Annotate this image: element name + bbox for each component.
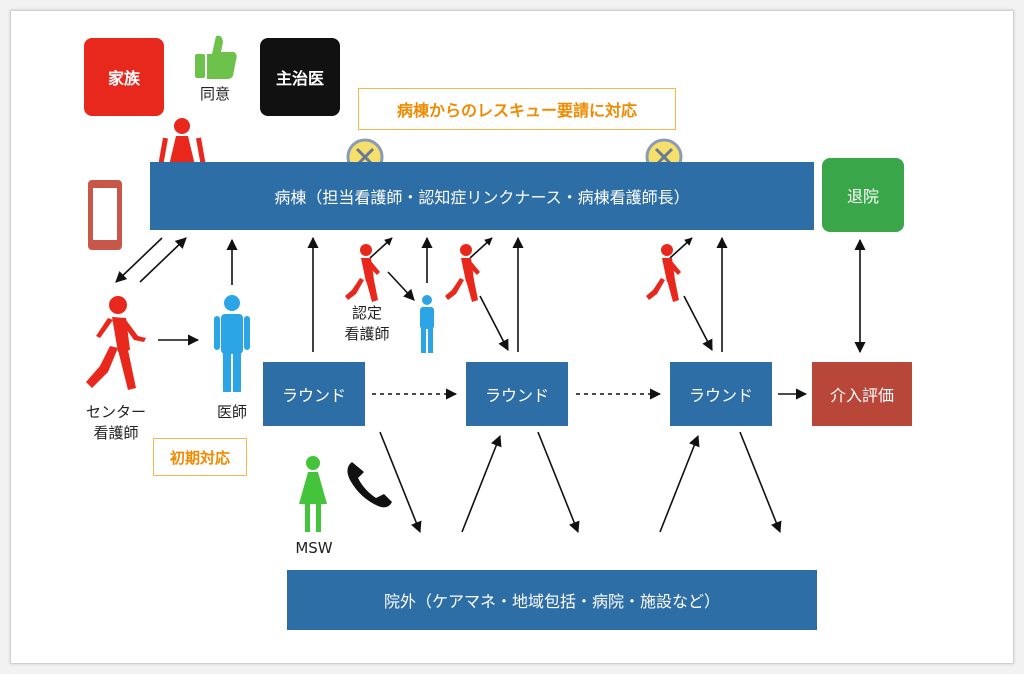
- certified-nurse-person-icon: [420, 295, 434, 353]
- round-box-3: ラウンド: [670, 362, 772, 426]
- phone-handset-icon: [347, 462, 392, 508]
- attending-physician-box: 主治医: [260, 38, 340, 116]
- round-box-1: ラウンド: [263, 362, 365, 426]
- arrow-round3-to-outside: [739, 431, 782, 534]
- arrow-outside-to-round3: [659, 434, 700, 533]
- doctor-person-icon: [214, 295, 250, 392]
- arrow-outside-to-round2: [461, 434, 502, 533]
- family-box: 家族: [84, 38, 164, 116]
- arrow-nurse-to-ward-3: [669, 237, 693, 259]
- msw-label: MSW: [295, 539, 333, 557]
- ward-bar: 病棟（担当看護師・認知症リンクナース・病棟看護師長）: [150, 162, 814, 230]
- rescue-request-note: 病棟からのレスキュー要請に対応: [358, 88, 676, 130]
- arrow-center-nurse-to-ward: [139, 237, 187, 283]
- intervention-evaluation-box: 介入評価: [812, 362, 912, 426]
- arrow-nurse-to-doctor-2: [387, 271, 415, 301]
- msw-woman-icon: [299, 456, 327, 532]
- center-nurse-walking-icon: [86, 296, 146, 390]
- walking-nurse-icon-2: [445, 244, 480, 302]
- discharge-box: 退院: [822, 158, 904, 232]
- walking-nurse-icon-1: [345, 244, 380, 302]
- center-nurse-label-line2: 看護師: [93, 424, 139, 442]
- walking-nurse-icon-3: [646, 244, 681, 302]
- arrow-nurse-to-round2: [479, 295, 509, 351]
- thumbs-up-icon: [195, 35, 237, 79]
- smartphone-icon: [88, 180, 122, 250]
- certified-nurse-label-line2: 看護師: [344, 325, 390, 343]
- arrow-nurse-to-round3: [683, 295, 713, 351]
- doctor-label: 医師: [216, 403, 247, 421]
- round-box-2: ラウンド: [466, 362, 568, 426]
- initial-response-note: 初期対応: [153, 438, 247, 476]
- center-nurse-label-line1: センター: [85, 403, 146, 421]
- arrow-nurse-to-ward-2: [469, 237, 493, 259]
- outside-bar: 院外（ケアマネ・地域包括・病院・施設など）: [287, 570, 817, 630]
- arrow-ward-to-center-nurse: [115, 237, 163, 283]
- arrow-round2-to-outside: [537, 431, 580, 534]
- certified-nurse-label-line1: 認定: [351, 304, 382, 322]
- arrow-round1-to-outside: [379, 431, 422, 534]
- arrow-nurse-to-ward-1: [369, 237, 393, 259]
- consent-label: 同意: [199, 85, 230, 103]
